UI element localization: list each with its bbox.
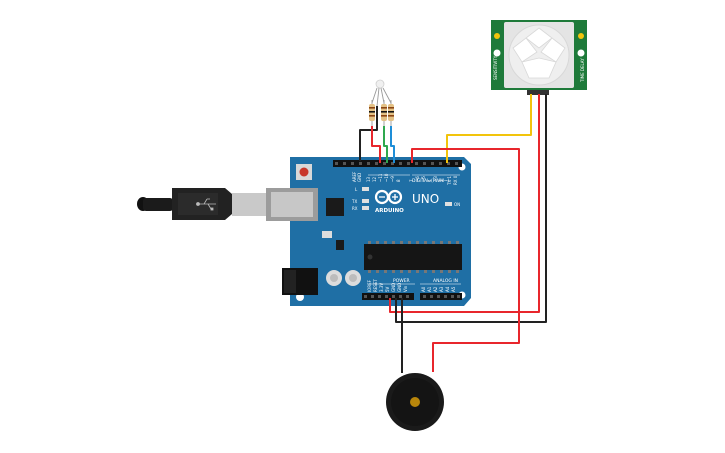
pin-label: 8 (396, 179, 401, 182)
pin-label: 13 (366, 176, 371, 182)
pin-label: IOREF (367, 279, 372, 292)
digital-header[interactable] (333, 160, 462, 167)
brand-label: ARDUINO (375, 208, 404, 214)
pin-label: RESET (373, 279, 378, 292)
power-label: POWER (393, 278, 410, 284)
wire-green[interactable] (383, 126, 388, 163)
pin-label: GND (391, 283, 396, 292)
wire-blue[interactable] (390, 126, 395, 163)
svg-text:RX: RX (352, 206, 358, 211)
resistor[interactable] (369, 100, 375, 128)
pin-label: A5 (451, 286, 456, 292)
pin-label: ~9 (390, 176, 395, 182)
time-delay-label: TIME DELAY (580, 58, 585, 83)
pir-motion-sensor[interactable]: SENSITIVITY TIME DELAY (491, 20, 587, 95)
pin-label: A3 (439, 286, 444, 292)
pin-label: Vin (403, 285, 408, 292)
wire-black[interactable] (395, 94, 547, 323)
wire-red[interactable] (411, 148, 520, 372)
piezo-buzzer[interactable] (386, 373, 444, 431)
atmega-chip (364, 244, 462, 270)
pin-label: ~6 (415, 176, 420, 182)
pin-label: 4 (427, 179, 432, 182)
wires (359, 94, 547, 373)
pin-label: ~3 (433, 176, 438, 182)
arduino-uno-board[interactable]: AREF GND 13 12 ~11 ~10 ~9 8 7 ~6 ~5 4 ~3… (266, 157, 471, 306)
pin-label: 12 (372, 176, 377, 182)
usb-icon (196, 198, 216, 211)
model-label: UNO (412, 192, 439, 206)
wire-black[interactable] (359, 106, 378, 161)
pin-label: A1 (427, 286, 432, 292)
pin-label: A0 (421, 286, 426, 292)
analog-header[interactable] (420, 293, 462, 300)
sensitivity-label: SENSITIVITY (493, 55, 498, 80)
pin-label: ~10 (384, 173, 389, 182)
arduino-logo-icon (374, 189, 403, 205)
usb-chip (326, 198, 344, 216)
wire-red[interactable] (389, 94, 540, 313)
pin-label: ~11 (378, 173, 383, 182)
pin-label: GND (357, 173, 362, 182)
pin-label: RX 0 (453, 175, 458, 185)
wire-red[interactable] (371, 126, 381, 163)
pin-label: AREF (352, 171, 357, 182)
rgb-led[interactable] (371, 79, 392, 107)
fresnel-lens-icon (512, 27, 566, 79)
pin-label: ~5 (421, 176, 426, 182)
pin-label: A2 (433, 286, 438, 292)
usb-cable (137, 188, 266, 220)
svg-text:TX: TX (351, 199, 357, 204)
pin-label: 5V (385, 286, 390, 292)
pin-label: 7 (409, 179, 414, 182)
pin-label: A4 (445, 286, 450, 292)
analog-label: ANALOG IN (433, 278, 458, 284)
pin-label: 3.3V (379, 283, 384, 292)
digital-label: DIGITAL (PWM~) (412, 178, 450, 184)
pin-label: TX 1 (447, 176, 452, 186)
svg-text:ON: ON (454, 202, 460, 207)
status-leds: L TX RX ON (351, 187, 460, 211)
pin-label: GND (397, 283, 402, 292)
resistor[interactable] (381, 100, 387, 128)
svg-text:L: L (355, 187, 358, 192)
resistor[interactable] (388, 100, 394, 128)
pin-label: 2 (439, 179, 444, 182)
